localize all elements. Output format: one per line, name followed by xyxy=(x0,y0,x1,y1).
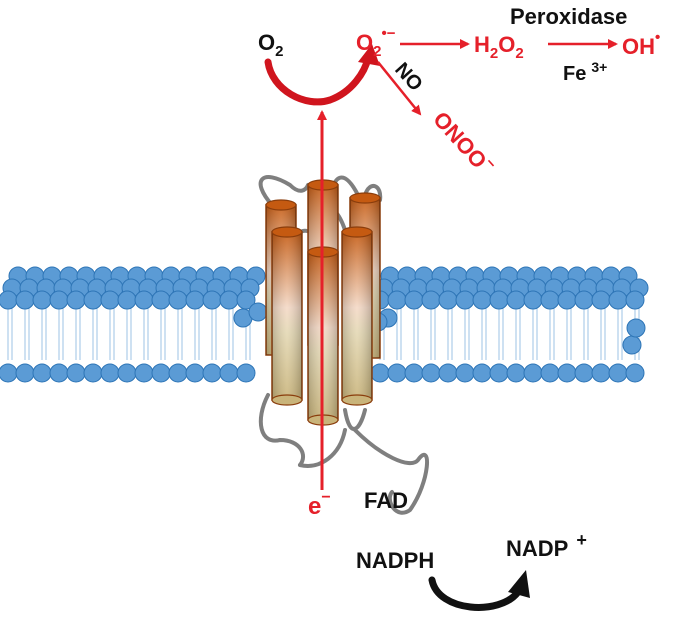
lipid-head xyxy=(489,363,509,383)
oxygen-label: O2 xyxy=(258,30,283,60)
lipid-head xyxy=(168,363,188,383)
electron-label: e− xyxy=(308,489,331,520)
lipid-head xyxy=(168,290,188,310)
lipid-head xyxy=(49,363,69,383)
lipid-head xyxy=(455,290,475,310)
hydrogen-peroxide-label: H2O2 xyxy=(474,32,524,62)
lipid-head xyxy=(185,363,205,383)
lipid-head xyxy=(202,363,222,383)
lipid-head xyxy=(421,290,441,310)
lipid-head xyxy=(151,290,171,310)
lipid-head xyxy=(66,363,86,383)
lipid-head xyxy=(117,363,137,383)
lipid-head xyxy=(49,290,69,310)
lipid-head xyxy=(15,290,35,310)
lipid-head xyxy=(472,363,492,383)
lipid-head xyxy=(574,363,594,383)
fad-label: FAD xyxy=(364,488,408,513)
lipid-head xyxy=(248,302,268,322)
peroxynitrite-label: ONOO− xyxy=(428,105,500,180)
helix-5 xyxy=(341,226,373,406)
lipid-head xyxy=(404,363,424,383)
peroxidase-label: Peroxidase xyxy=(510,4,627,29)
lipid-head xyxy=(540,363,560,383)
lipid-head xyxy=(608,363,628,383)
lipid-head xyxy=(0,290,18,310)
membrane-lipid-heads xyxy=(0,266,649,383)
lipid-head xyxy=(83,290,103,310)
lipid-head xyxy=(404,290,424,310)
lipid-head xyxy=(100,363,120,383)
lipid-head xyxy=(202,290,222,310)
lipid-head xyxy=(540,290,560,310)
lipid-head xyxy=(625,363,645,383)
lipid-head xyxy=(15,363,35,383)
lipid-head xyxy=(134,363,154,383)
lipid-head xyxy=(421,363,441,383)
lipid-head xyxy=(472,290,492,310)
lipid-head xyxy=(83,363,103,383)
lipid-head xyxy=(574,290,594,310)
lipid-head xyxy=(117,290,137,310)
superoxide-to-peroxynitrite-arrow xyxy=(377,61,422,116)
lipid-head xyxy=(455,363,475,383)
lipid-head xyxy=(557,363,577,383)
lipid-head xyxy=(100,290,120,310)
lipid-head xyxy=(489,290,509,310)
lipid-head xyxy=(626,318,646,338)
lipid-head xyxy=(622,335,642,355)
lipid-head xyxy=(0,363,18,383)
lipid-head xyxy=(608,290,628,310)
lipid-head xyxy=(236,363,256,383)
lipid-head xyxy=(523,363,543,383)
lipid-head xyxy=(387,290,407,310)
membrane-lipid-tails xyxy=(7,305,640,360)
lipid-head xyxy=(134,290,154,310)
lipid-head xyxy=(591,363,611,383)
superoxide-label: O2•− xyxy=(356,25,396,60)
lipid-head xyxy=(506,363,526,383)
lipid-head xyxy=(591,290,611,310)
nadph-label: NADPH xyxy=(356,548,434,573)
nitric-oxide-label: NO xyxy=(390,59,426,96)
lipid-head xyxy=(185,290,205,310)
lipid-head xyxy=(438,363,458,383)
lipid-head xyxy=(557,290,577,310)
nadp-label: NADP+ xyxy=(506,530,587,561)
lipid-head xyxy=(32,363,52,383)
lipid-head xyxy=(625,290,645,310)
lipid-head xyxy=(370,363,390,383)
lipid-head xyxy=(219,290,239,310)
lipid-head xyxy=(387,363,407,383)
lipid-head xyxy=(219,363,239,383)
nadph-oxidation-arrow xyxy=(428,570,530,611)
o2-reduction-arrow xyxy=(264,44,380,106)
lipid-head xyxy=(438,290,458,310)
lipid-head xyxy=(523,290,543,310)
lipid-head xyxy=(506,290,526,310)
helix-4 xyxy=(271,226,303,406)
hydroxyl-radical-label: OH• xyxy=(622,29,660,59)
lipid-head xyxy=(32,290,52,310)
lipid-head xyxy=(66,290,86,310)
lipid-head xyxy=(151,363,171,383)
